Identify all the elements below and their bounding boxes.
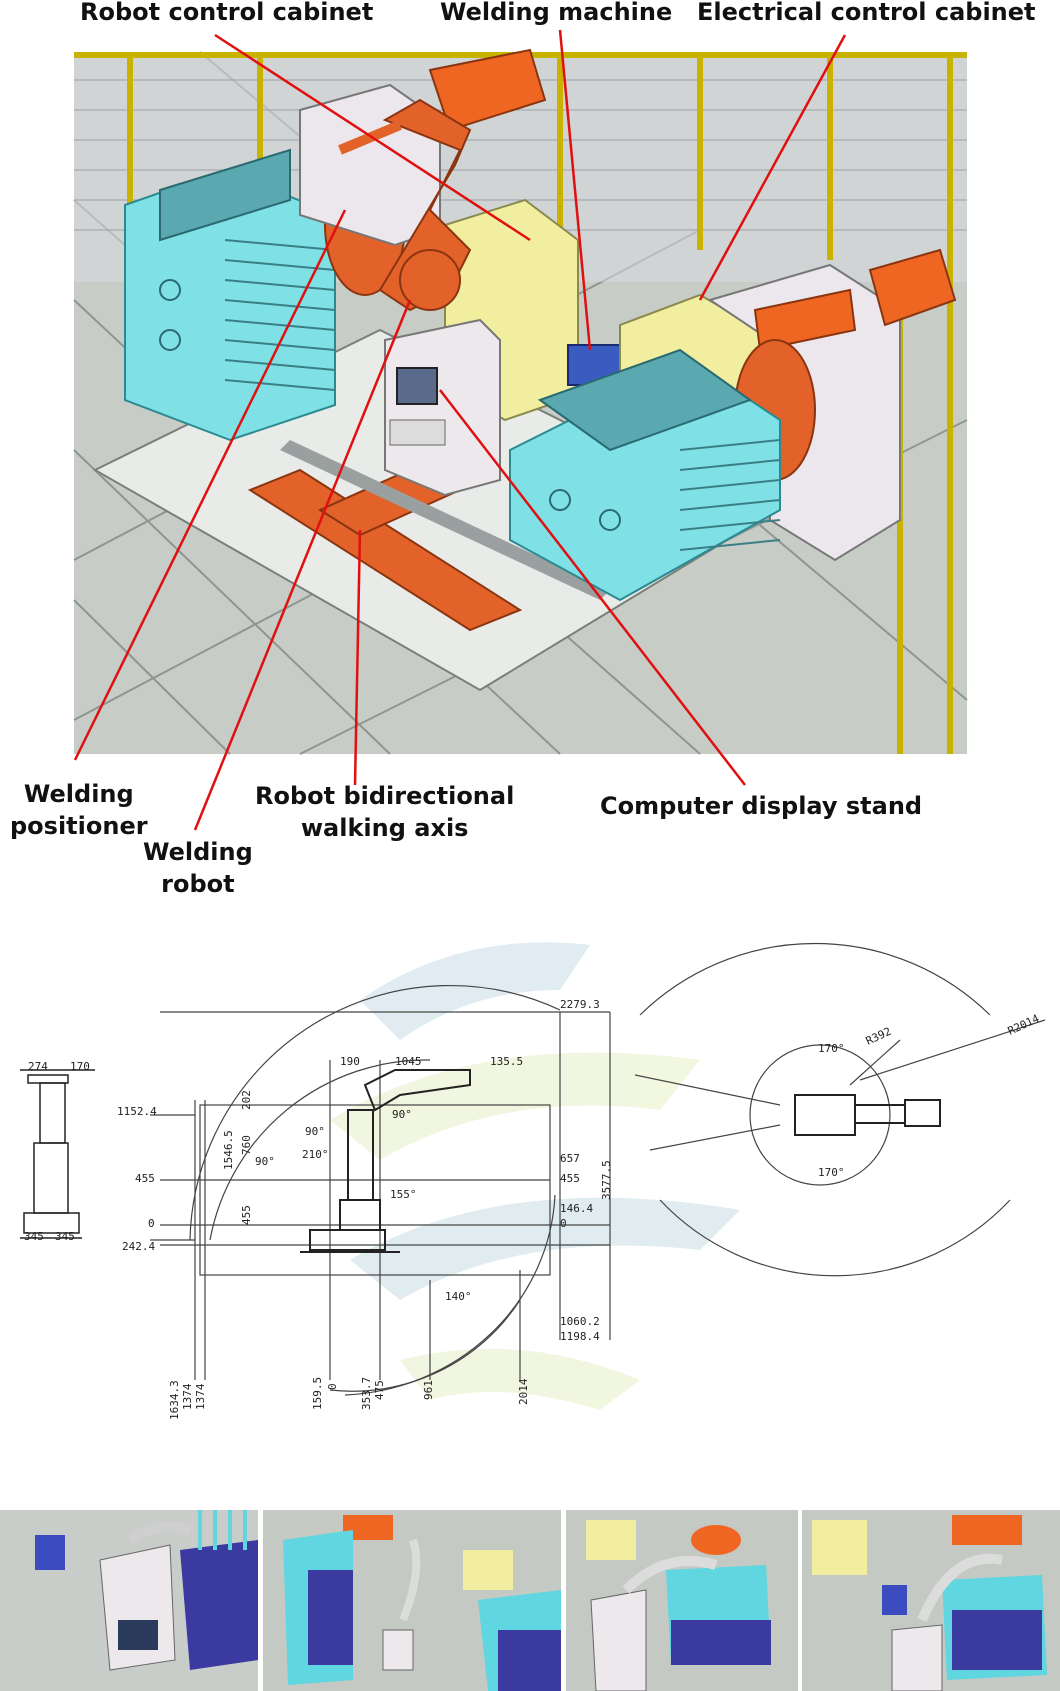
dim-1634-3: 1634.3	[168, 1380, 181, 1420]
dim-1060-2: 1060.2	[560, 1315, 600, 1328]
dim-1198-4: 1198.4	[560, 1330, 600, 1343]
angle-90-a: 90°	[392, 1108, 412, 1121]
computer-display-stand	[384, 318, 501, 497]
dim-left-0: 0	[148, 1217, 155, 1230]
dim-side-345-left: 345	[24, 1230, 44, 1243]
thumbnail-4	[802, 1510, 1060, 1691]
dim-2279-3: 2279.3	[560, 998, 600, 1011]
dim-1374-b: 1374	[194, 1383, 207, 1410]
dim-1546-5: 1546.5	[222, 1130, 235, 1170]
left-positioner	[124, 48, 547, 442]
thumbnail-3	[566, 1510, 798, 1691]
dim-146-4: 146.4	[560, 1202, 593, 1215]
angle-155: 155°	[390, 1188, 417, 1201]
dim-bottom-0: 0	[326, 1383, 339, 1390]
dim-202: 202	[240, 1090, 253, 1110]
robot-dimension-drawing: 274 170 345 345	[20, 942, 1046, 1410]
callout-welding-robot: Welding robot	[143, 838, 253, 898]
top-view	[634, 942, 1046, 1277]
top-angle-170-top: 170°	[818, 1042, 845, 1055]
dim-135-5: 135.5	[490, 1055, 523, 1068]
dim-3577-5: 3577.5	[600, 1160, 613, 1200]
top-angle-170-bottom: 170°	[818, 1166, 845, 1179]
dim-475: 475	[373, 1380, 386, 1400]
dim-242-4: 242.4	[122, 1240, 155, 1253]
side-view-robot	[20, 1069, 95, 1239]
dim-1152-4: 1152.4	[117, 1105, 157, 1118]
callout-welding-positioner: Welding positioner	[10, 780, 148, 840]
dimension-labels: 1152.4 455 0 242.4 1546.5 760 455 202 19…	[117, 998, 1042, 1420]
dim-right-0: 0	[560, 1217, 567, 1230]
angle-210: 210°	[302, 1148, 329, 1161]
dim-2014: 2014	[517, 1378, 530, 1405]
dim-inner-455: 455	[240, 1205, 253, 1225]
dim-159-5: 159.5	[311, 1377, 324, 1410]
callout-lines	[73, 29, 847, 831]
dim-657: 657	[560, 1152, 580, 1165]
dim-961: 961	[422, 1380, 435, 1400]
dim-left-455: 455	[135, 1172, 155, 1185]
callout-computer-display-stand: Computer display stand	[600, 792, 923, 820]
thumbnail-2	[263, 1510, 561, 1691]
dim-1045: 1045	[395, 1055, 422, 1068]
dim-190: 190	[340, 1055, 360, 1068]
callout-welding-machine: Welding machine	[440, 0, 673, 26]
angle-140: 140°	[445, 1290, 472, 1303]
right-positioner	[509, 248, 957, 602]
thumbnail-1	[0, 1510, 258, 1691]
dim-side-345-right: 345	[55, 1230, 75, 1243]
workstation-illustration	[73, 29, 968, 831]
top-r392: R392	[864, 1025, 894, 1048]
work-envelope	[150, 985, 611, 1396]
dim-353-7: 353.7	[360, 1377, 373, 1410]
angle-90-c: 90°	[255, 1155, 275, 1168]
dim-side-274: 274	[28, 1060, 48, 1073]
dim-760: 760	[240, 1135, 253, 1155]
callout-electrical-control-cabinet: Electrical control cabinet	[697, 0, 1036, 26]
callout-walking-axis: Robot bidirectional walking axis	[255, 782, 515, 842]
welding-robot	[338, 98, 472, 312]
large-robot-outline	[300, 1069, 471, 1253]
top-r2014: R2014	[1006, 1012, 1042, 1038]
top-view-robot	[794, 1094, 941, 1136]
dim-right-455: 455	[560, 1172, 580, 1185]
dim-side-170: 170	[70, 1060, 90, 1073]
angle-90-b: 90°	[305, 1125, 325, 1138]
callout-robot-control-cabinet: Robot control cabinet	[80, 0, 374, 26]
dim-1374-a: 1374	[181, 1383, 194, 1410]
